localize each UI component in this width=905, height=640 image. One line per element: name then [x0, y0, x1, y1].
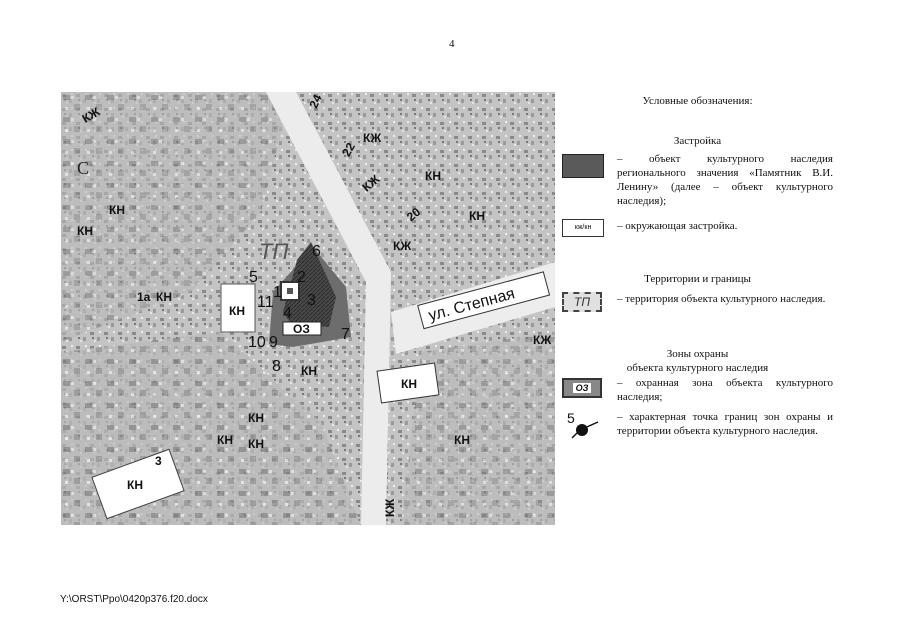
- legend-item-object: – объект культурного наследия региональн…: [560, 152, 835, 210]
- building-kzh-label: КЖ: [533, 333, 551, 347]
- building-kn-label: КН: [401, 377, 417, 391]
- building-kn-label: КН: [248, 437, 264, 451]
- site-map: ОЗ ТП КН КН КН 3 КН КН КН 1а КН КН КН КН…: [61, 92, 555, 525]
- object-symbol: [562, 154, 604, 178]
- legend-section-building: Застройка: [673, 135, 722, 147]
- point-marker-icon: 5: [567, 410, 599, 439]
- house-number: 3: [155, 454, 162, 468]
- point-label: 5: [249, 269, 258, 286]
- building-kn-label: КН: [301, 364, 317, 378]
- monument-core: [287, 288, 293, 294]
- street-label-box: [417, 271, 551, 330]
- main-road: [266, 92, 391, 525]
- building-kzh-label: КЖ: [383, 499, 397, 517]
- building-kn-label: КН: [127, 478, 143, 492]
- point-label: 10: [248, 334, 266, 351]
- building-kn-label: КН: [248, 411, 264, 425]
- point-label: 11: [257, 294, 274, 311]
- north-label: С: [77, 158, 89, 178]
- point-symbol: 5: [562, 410, 602, 440]
- terrain-patch-se: [401, 332, 555, 525]
- legend-title: Условные обозначения:: [642, 95, 753, 107]
- point-label: 1: [273, 284, 282, 301]
- point-symbol-number: 5: [567, 410, 575, 426]
- house-number: 22: [339, 140, 358, 159]
- legend-territory-text: – территория объекта культурного наследи…: [617, 293, 826, 305]
- building-kn: [376, 362, 440, 404]
- building-kn-label: КН: [469, 209, 485, 223]
- legend-section-zones-2: объекта культурного наследия: [626, 362, 769, 374]
- legend-zone-text: – охранная зона объекта культурного насл…: [617, 377, 833, 403]
- legend-item-territory: ТП – территория объекта культурного насл…: [560, 290, 835, 320]
- building-kn: [91, 448, 185, 520]
- map-canvas: ОЗ ТП КН КН КН 3 КН КН КН 1а КН КН КН КН…: [61, 92, 555, 525]
- building-kn-label: КН: [109, 203, 125, 217]
- legend-point-text: – характерная точка границ зон охраны и …: [617, 411, 833, 437]
- building-kn-label: КН: [425, 169, 441, 183]
- point-label: 3: [307, 292, 316, 309]
- territory-area: [283, 242, 336, 327]
- legend-section-territories: Территории и границы: [644, 273, 751, 285]
- zone-label: ОЗ: [293, 322, 310, 336]
- house-number: 24: [306, 92, 324, 110]
- territory-symbol: ТП: [562, 292, 602, 312]
- legend-object-text: – объект культурного наследия региональн…: [617, 153, 833, 207]
- building-kn: [220, 283, 256, 333]
- page-number: 4: [449, 38, 455, 50]
- point-label: 7: [341, 326, 350, 343]
- surrounding-symbol: кж/кн: [562, 219, 604, 237]
- building-kn-label: КН: [156, 290, 172, 304]
- territory-label: ТП: [259, 239, 288, 264]
- building-kzh-label: КЖ: [393, 239, 411, 253]
- zone-symbol-text: ОЗ: [572, 383, 592, 393]
- point-label: 4: [283, 305, 292, 322]
- legend-section-zones-1: Зоны охраны: [666, 348, 729, 360]
- zone-label-box: [282, 321, 322, 336]
- footer-file-path: Y:\ORST\Ppo\0420p376.f20.docx: [60, 594, 208, 605]
- building-kn-label: КН: [217, 433, 233, 447]
- building-kn-label: КН: [454, 433, 470, 447]
- zone-symbol: ОЗ: [562, 378, 602, 398]
- legend-item-zone: ОЗ – охранная зона объекта культурного н…: [560, 376, 835, 406]
- terrain-patch-nw: [61, 92, 291, 342]
- point-label: 8: [272, 358, 281, 375]
- building-kn-label: КН: [77, 224, 93, 238]
- building-kn-label: КН: [229, 304, 245, 318]
- point-label: 2: [297, 269, 306, 286]
- house-number: 1а: [137, 290, 151, 304]
- point-label: 6: [312, 243, 321, 260]
- building-kzh-label: КЖ: [363, 131, 381, 145]
- legend-surrounding-text: – окружающая застройка.: [617, 220, 738, 232]
- legend-item-surrounding: кж/кн – окружающая застройка.: [560, 217, 835, 237]
- point-label: 9: [269, 334, 278, 351]
- legend-item-point: 5 – характерная точка границ зон охраны …: [560, 410, 835, 454]
